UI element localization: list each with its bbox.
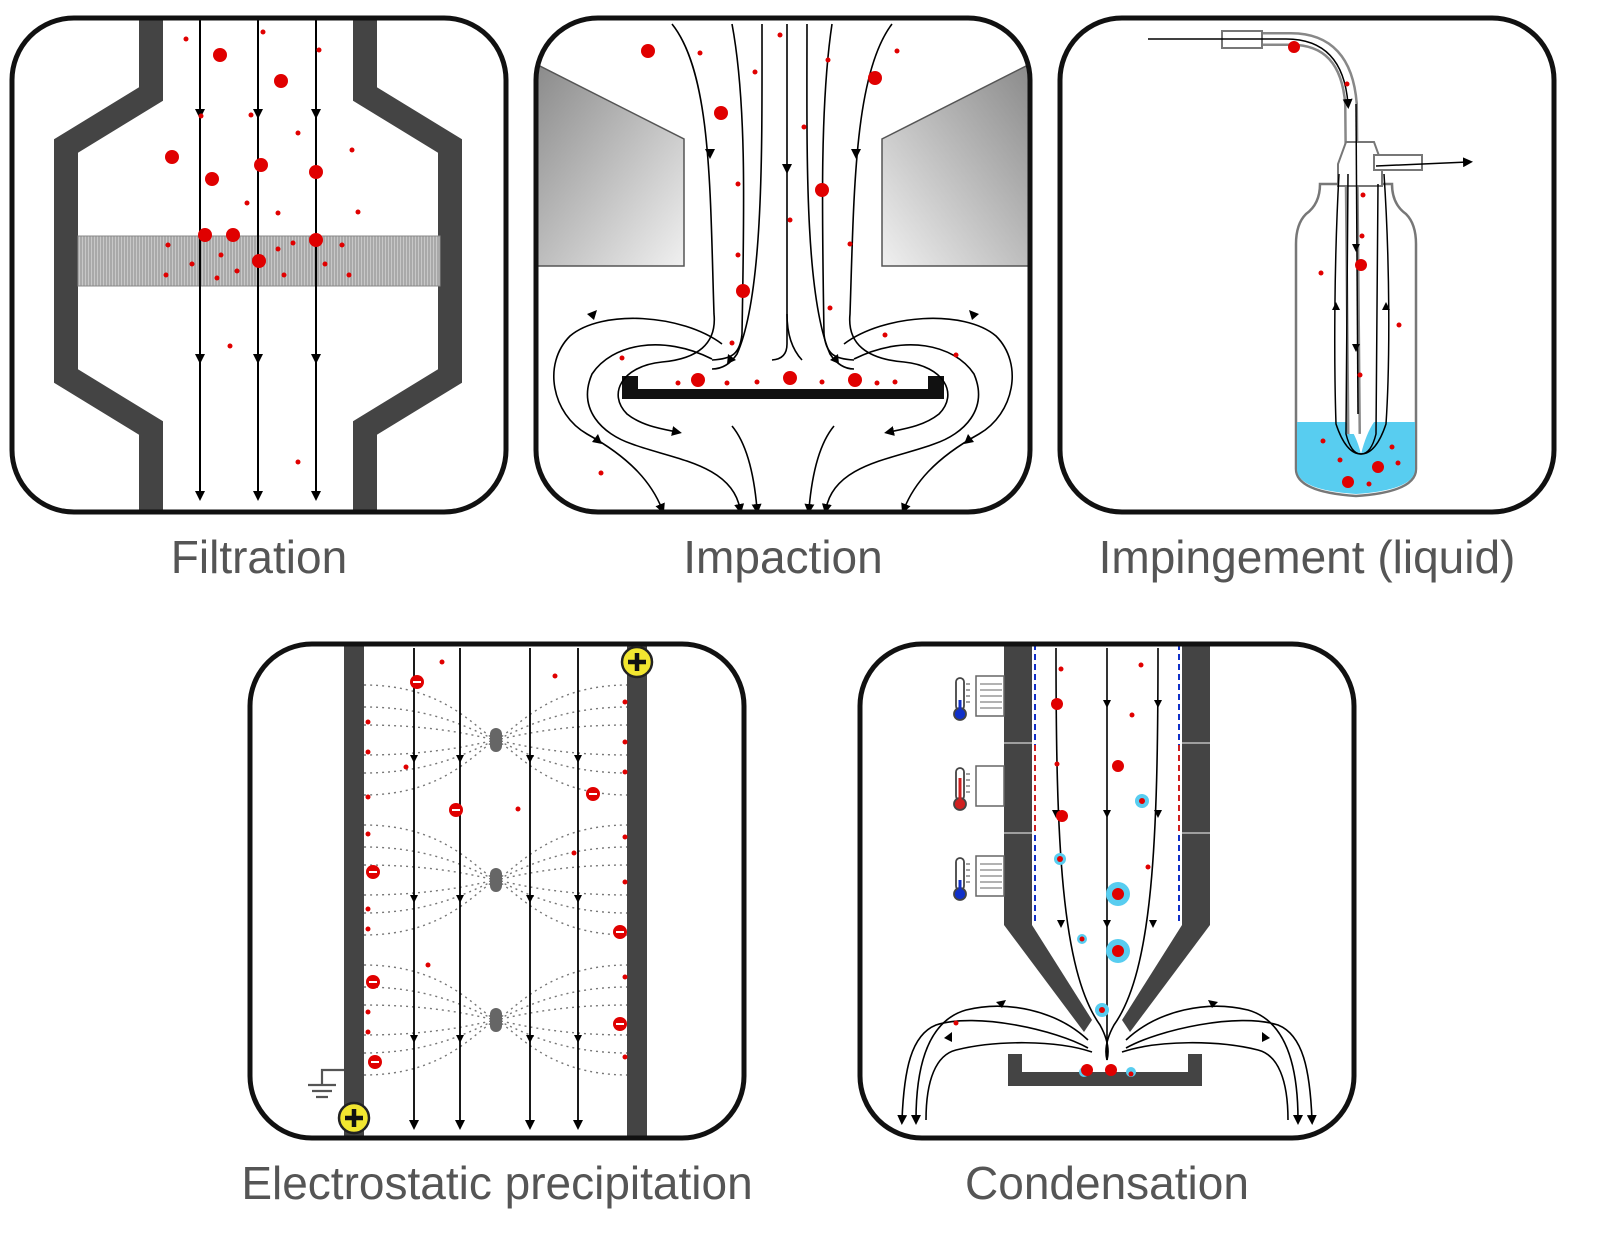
condensation-diagram	[857, 641, 1357, 1141]
collection-cup	[1008, 1054, 1202, 1086]
impaction-panel	[532, 14, 1034, 516]
nozzle-block-right	[881, 62, 1030, 267]
nozzle-block-left	[536, 62, 685, 267]
minus-charge-icon	[366, 865, 380, 879]
impingement-diagram	[1057, 15, 1557, 515]
bottle-stopper	[1337, 141, 1383, 187]
panel-frame	[1057, 15, 1557, 515]
impaction-caption: Impaction	[683, 531, 883, 583]
wick-lines	[1034, 644, 1180, 925]
filtration-diagram	[9, 15, 509, 515]
growth-tube-walls	[1004, 644, 1210, 1032]
minus-charge-icon	[449, 803, 463, 817]
aerosol-particles	[163, 29, 361, 465]
minus-charge-icon	[366, 975, 380, 989]
streamlines	[409, 648, 583, 1130]
plus-charge-icon	[620, 645, 654, 679]
flow-arrowheads	[1332, 244, 1390, 352]
outlet-tube	[1373, 154, 1423, 171]
electrostatic-caption: Electrostatic precipitation	[241, 1157, 753, 1209]
streamlines	[553, 23, 1013, 512]
minus-charge-icon	[368, 1055, 382, 1069]
panel-frame	[9, 15, 509, 515]
panel-frame	[857, 641, 1357, 1141]
minus-charge-icon	[613, 925, 627, 939]
flow-arrowheads	[587, 149, 979, 444]
ground-plate	[344, 644, 364, 1138]
thermometer-icon	[953, 767, 970, 811]
charged-particles	[365, 659, 628, 1069]
streamlines	[897, 647, 1317, 1125]
panel-frame	[533, 15, 1033, 515]
electrostatic-panel	[246, 640, 748, 1142]
electrostatic-diagram	[247, 641, 747, 1141]
panel-frame	[247, 641, 747, 1141]
heat-exchangers	[975, 675, 1005, 897]
housing-wall-left	[54, 18, 163, 512]
thermometer-icon	[953, 677, 970, 721]
aerosol-particles	[598, 32, 959, 476]
streamlines	[1148, 38, 1473, 455]
aerosol-particles	[1288, 41, 1402, 488]
flow-arrowheads	[410, 755, 582, 1043]
filtration-caption: Filtration	[170, 531, 348, 583]
condensation-panel	[856, 640, 1358, 1142]
corona-electrodes	[490, 728, 502, 1032]
minus-charge-icon	[613, 1017, 627, 1031]
minus-charge-icon	[410, 675, 424, 689]
impaction-plate	[622, 376, 944, 399]
filtration-panel	[8, 14, 510, 516]
impingement-panel	[1056, 14, 1558, 516]
thermometer-icon	[953, 857, 970, 901]
growing-droplets	[1054, 794, 1149, 1077]
impaction-diagram	[533, 15, 1033, 515]
impinger-liquid	[1297, 422, 1415, 494]
ground-symbol-icon	[308, 1068, 344, 1099]
minus-charge-icon	[586, 787, 600, 801]
aerosol-particles	[953, 662, 1151, 1077]
impingement-caption: Impingement (liquid)	[1098, 531, 1516, 583]
condensation-caption: Condensation	[965, 1157, 1249, 1209]
charged-plate	[627, 644, 647, 1138]
housing-wall-right	[353, 18, 462, 512]
plus-charge-icon	[337, 1101, 371, 1135]
electric-field-lines	[363, 684, 629, 1076]
